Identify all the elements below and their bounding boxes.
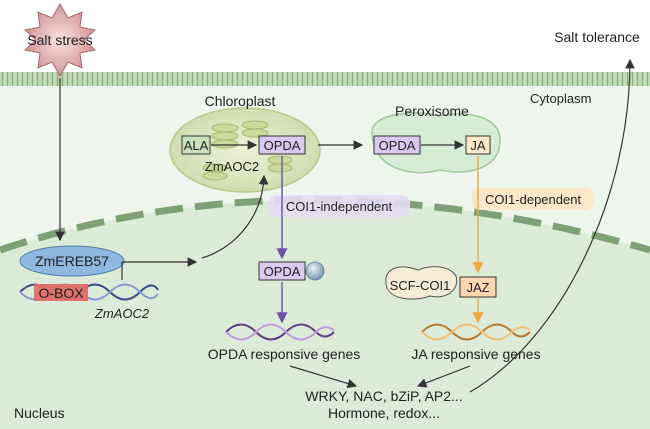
ja-genes-label: JA responsive genes xyxy=(411,346,540,362)
chloroplast-opda-box xyxy=(258,135,306,155)
plasma-membrane xyxy=(0,72,650,86)
coi1-dependent-label: COI1-dependent xyxy=(485,192,582,207)
chloroplast-opda-label: OPDA xyxy=(264,138,301,153)
peroxisome-organelle xyxy=(371,112,501,174)
opda-binding-protein xyxy=(305,261,325,281)
scf-coi1-complex xyxy=(385,266,458,300)
opda-genes-label: OPDA responsive genes xyxy=(208,346,361,362)
cytoplasm-label: Cytoplasm xyxy=(530,91,591,106)
salt-stress-label: Salt stress xyxy=(27,32,92,48)
ja-responsive-dna xyxy=(421,323,531,341)
aoc2-to-chloroplast-arrow xyxy=(201,174,269,259)
ala-label: ALA xyxy=(184,138,209,153)
ja-genes-to-output-arrow xyxy=(416,365,471,388)
thylakoid-stacks xyxy=(202,120,293,181)
enzyme-label: ZmAOC2 xyxy=(205,159,259,174)
opda-genes-to-output-arrow xyxy=(289,365,358,389)
ala-box xyxy=(181,135,211,155)
o-box-label: O-BOX xyxy=(38,285,84,301)
nuclear-opda-box xyxy=(258,261,306,281)
peroxisome-label: Peroxisome xyxy=(395,103,469,119)
downstream-line2: Hormone, redox... xyxy=(328,405,440,421)
opda-responsive-dna xyxy=(225,323,335,341)
nucleus-region xyxy=(0,200,650,429)
coi1-independent-label: COI1-independent xyxy=(286,199,393,214)
peroxisome-opda-box xyxy=(373,135,421,155)
peroxisome-opda-label: OPDA xyxy=(379,138,416,153)
o-box-element xyxy=(34,284,88,301)
ja-label: JA xyxy=(470,138,486,153)
salt-tolerance-label: Salt tolerance xyxy=(554,29,640,45)
ja-box xyxy=(465,135,491,155)
zmaoc2-gene-label: ZmAOC2 xyxy=(94,306,150,321)
chloroplast-label: Chloroplast xyxy=(205,93,276,109)
downstream-line1: WRKY, NAC, bZiP, AP2... xyxy=(305,388,462,404)
expression-arrow xyxy=(121,257,198,280)
jaz-label: JAZ xyxy=(466,280,489,295)
coi1-independent-badge xyxy=(268,195,410,217)
nuclear-envelope xyxy=(0,196,650,254)
zmereb57-label: ZmEREB57 xyxy=(35,253,109,269)
nucleus-label: Nucleus xyxy=(14,405,65,421)
zmereb57-tf xyxy=(19,245,125,277)
nuclear-opda-label: OPDA xyxy=(264,264,301,279)
scf-coi1-label: SCF-COI1 xyxy=(390,278,451,293)
tolerance-arrow xyxy=(469,58,635,393)
coi1-dependent-badge xyxy=(472,188,594,210)
jaz-box xyxy=(459,276,497,298)
salt-stress-star xyxy=(23,2,97,78)
